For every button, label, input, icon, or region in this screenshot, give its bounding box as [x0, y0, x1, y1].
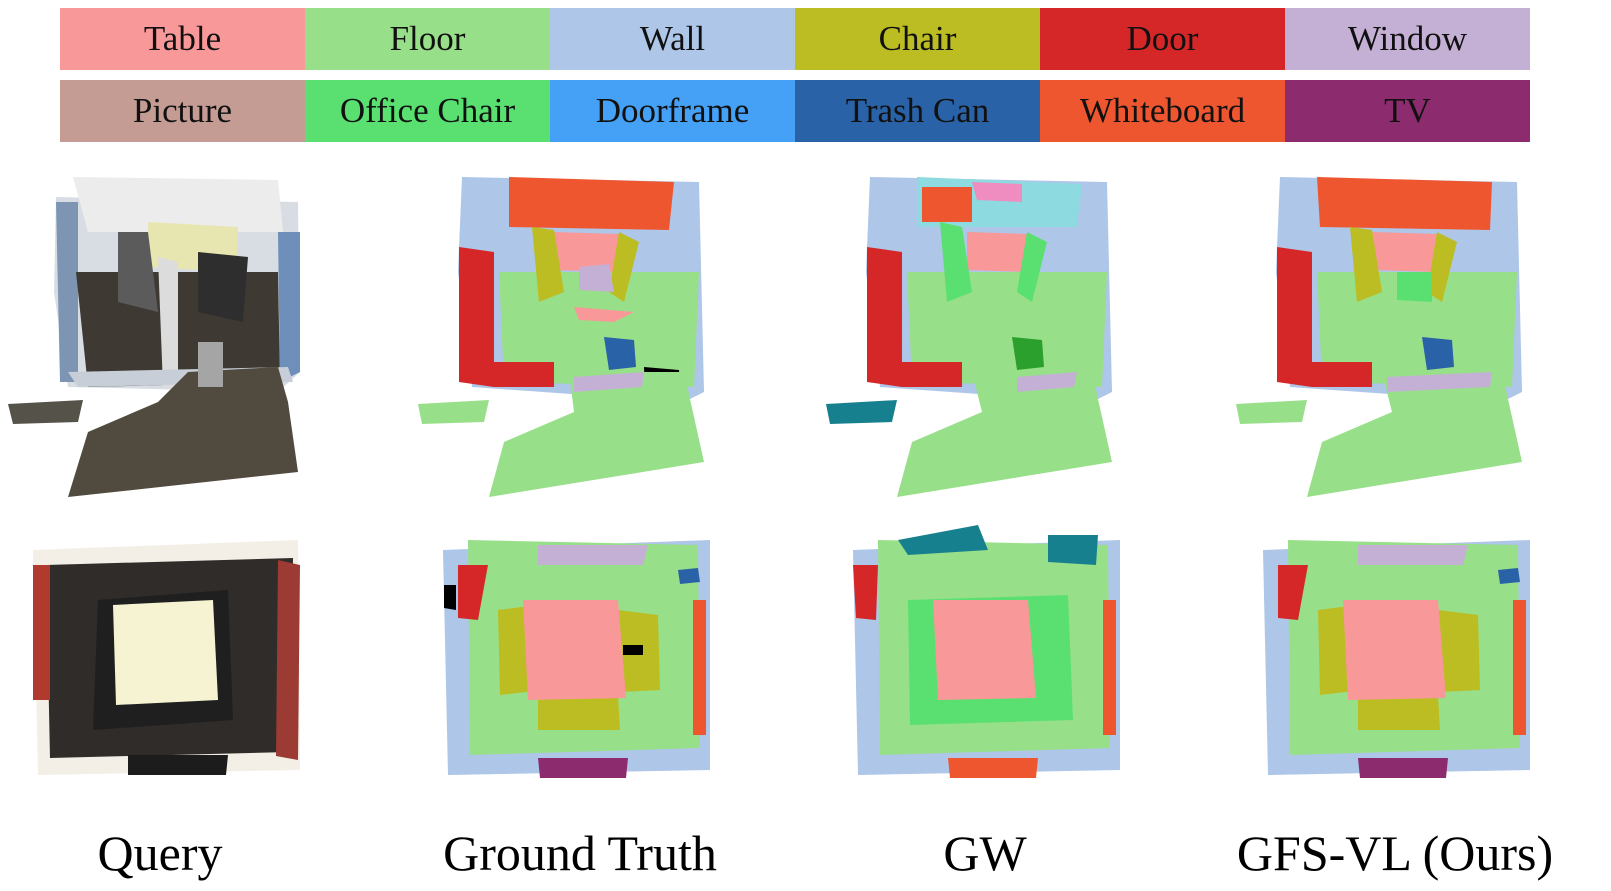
legend-office-chair: Office Chair	[305, 80, 550, 142]
gw-scene-1	[822, 172, 1122, 502]
caption-gw: GW	[943, 825, 1027, 881]
caption-gfs-vl: GFS-VL (Ours)	[1236, 825, 1554, 881]
ground-truth-scene-1	[414, 172, 714, 502]
query-scene-2	[28, 520, 308, 785]
legend-chair: Chair	[795, 8, 1040, 70]
legend-tv: TV	[1285, 80, 1530, 142]
gfs-vl-scene-2	[1258, 520, 1538, 785]
legend-wall: Wall	[550, 8, 795, 70]
legend-window: Window	[1285, 8, 1530, 70]
gfs-vl-scene-1	[1232, 172, 1532, 502]
ground-truth-scene-2	[438, 520, 718, 785]
legend-whiteboard: Whiteboard	[1040, 80, 1285, 142]
gw-scene-2	[848, 520, 1128, 785]
legend-row-1: Table Floor Wall Chair Door Window	[60, 8, 1530, 70]
legend-table: Table	[60, 8, 305, 70]
legend-row-2: Picture Office Chair Doorframe Trash Can…	[60, 80, 1530, 142]
legend-door: Door	[1040, 8, 1285, 70]
legend-doorframe: Doorframe	[550, 80, 795, 142]
caption-query: Query	[97, 825, 223, 881]
legend-trash-can: Trash Can	[795, 80, 1040, 142]
query-scene-1	[8, 172, 308, 502]
legend-picture: Picture	[60, 80, 305, 142]
caption-ground-truth: Ground Truth	[443, 825, 717, 881]
legend-floor: Floor	[305, 8, 550, 70]
